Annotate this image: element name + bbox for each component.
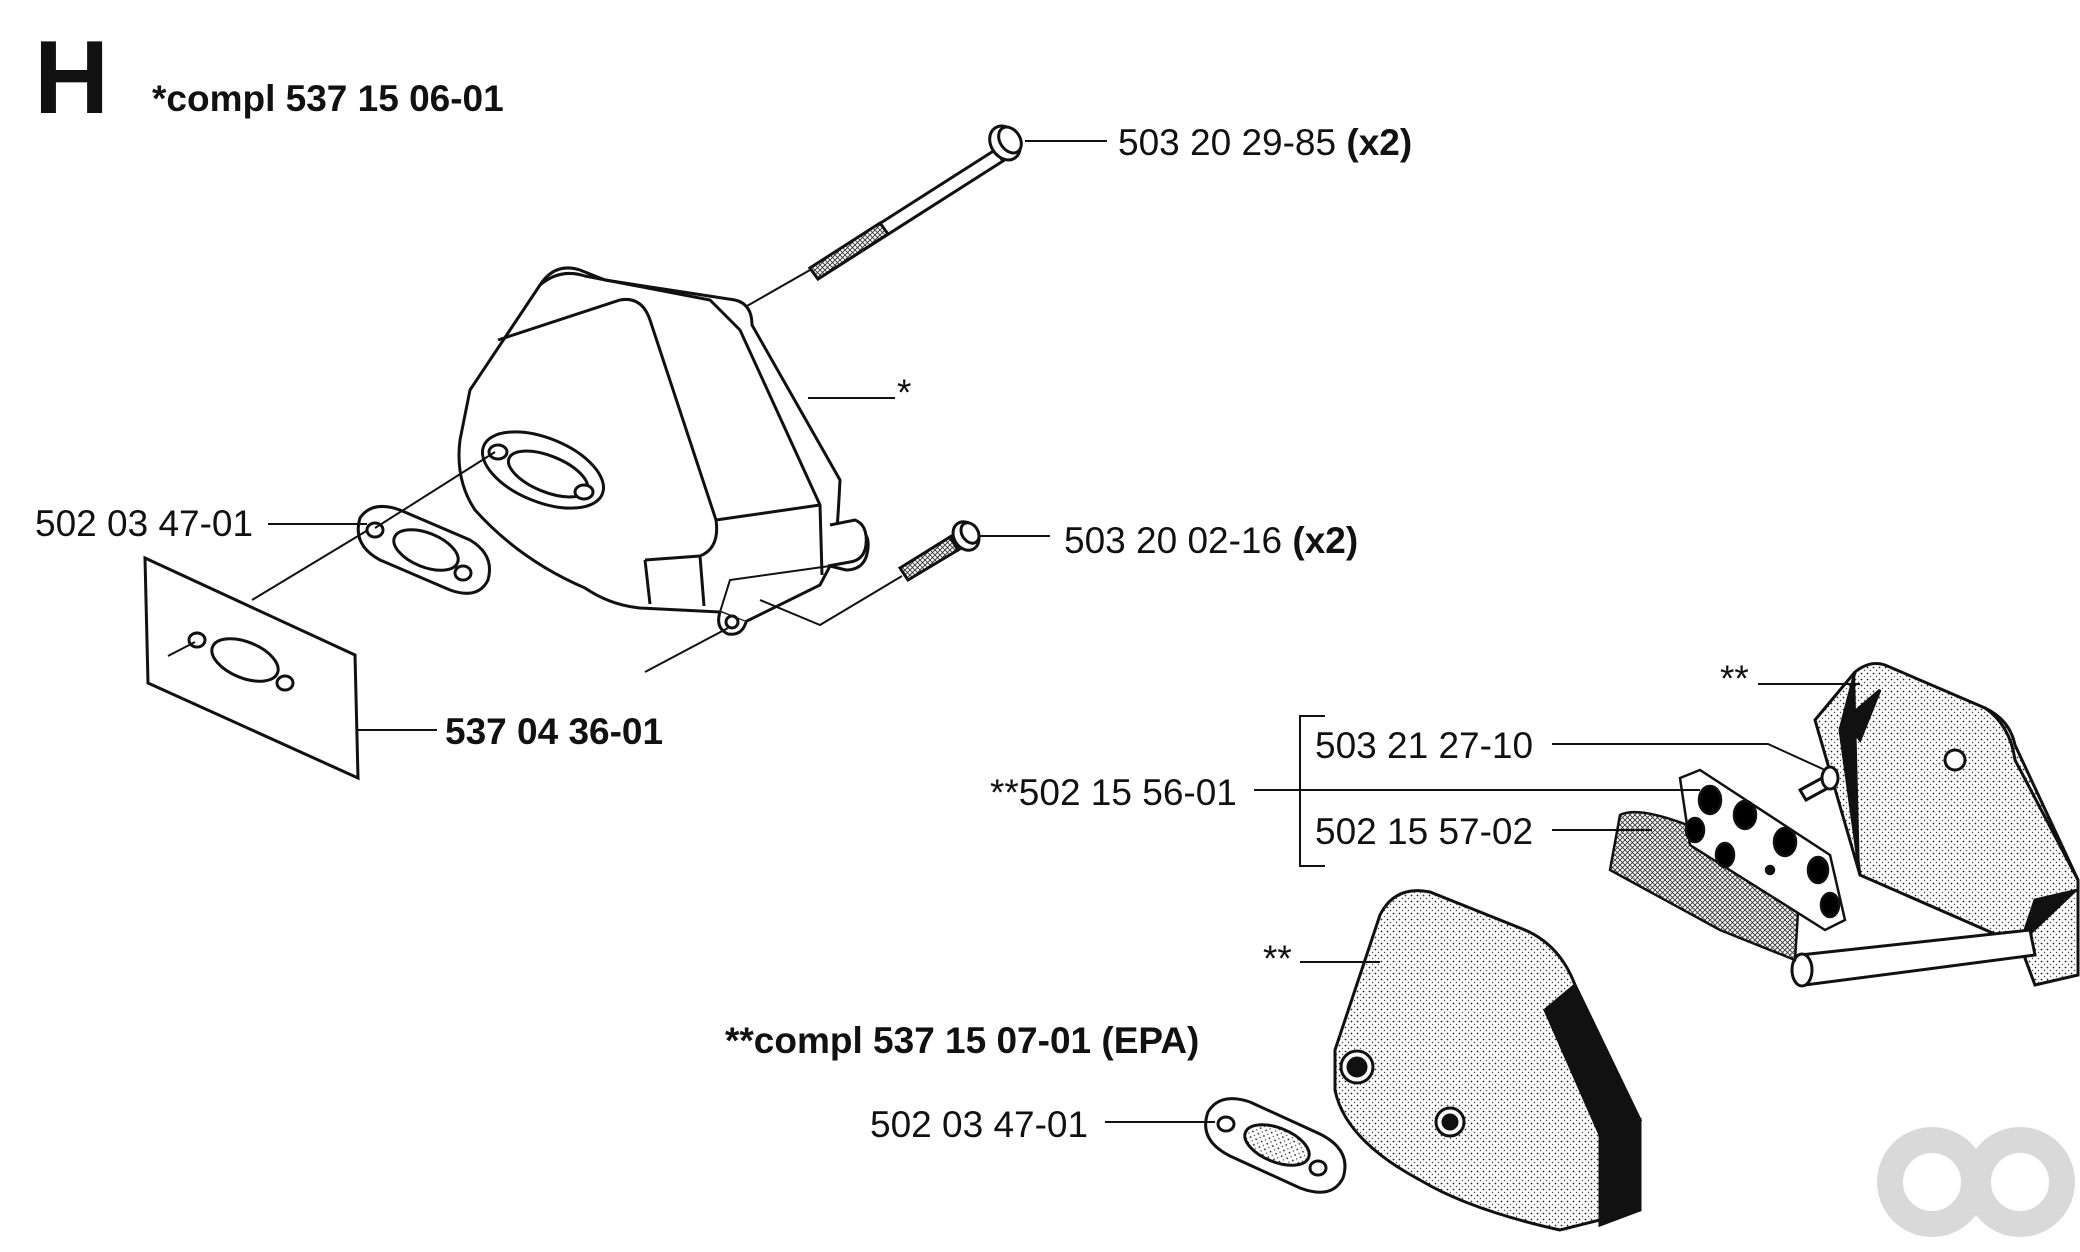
heat-shield-plate [143,555,360,781]
leader-heatshield-axis [251,529,369,601]
leader-kit-screw [1552,743,1826,771]
part-qty: (x2) [1292,520,1359,561]
leader-long-bolt-axis [739,269,811,311]
spark-screen [1608,768,1847,962]
short-bolt [897,520,981,583]
part-number: 503 20 29-85 [1118,122,1337,163]
part-number: 503 20 02-16 [1064,520,1283,561]
part-kit-screw[interactable]: 503 21 27-10 [1315,725,1534,766]
muffler-marker: * [897,372,912,413]
gasket-bottom [1204,1097,1347,1194]
watermark-logo [1877,1127,2075,1237]
leader-short-bolt-axis [759,575,903,627]
muffler-body [457,266,870,636]
epa-cover-upper [1790,662,2080,988]
assembly-epa-label: **compl 537 15 07-01 (EPA) [725,1020,1200,1061]
leader-gasket-axis [374,451,496,529]
part-gasket-top[interactable]: 502 03 47-01 [35,503,254,544]
kit-screw [1797,765,1840,803]
leader-tab-axis [644,627,729,673]
part-short-bolt[interactable]: 503 20 02-16 (x2) [1064,522,1358,559]
assembly-main-label: *compl 537 15 06-01 [152,78,504,119]
part-heat-shield[interactable]: 537 04 36-01 [445,711,664,752]
epa-cover-lower [1333,889,1643,1232]
part-long-bolt[interactable]: 503 20 29-85 (x2) [1118,124,1412,161]
long-bolt [807,124,1023,282]
part-qty: (x2) [1346,122,1413,163]
part-gasket-bottom[interactable]: 502 03 47-01 [870,1104,1089,1145]
gasket-top [356,504,491,595]
section-letter: H [34,20,110,136]
part-kit-screen[interactable]: 502 15 57-02 [1315,811,1534,852]
epa-marker-lower: ** [1263,938,1292,979]
part-kit[interactable]: **502 15 56-01 [990,772,1237,813]
epa-marker-upper: ** [1720,658,1749,699]
